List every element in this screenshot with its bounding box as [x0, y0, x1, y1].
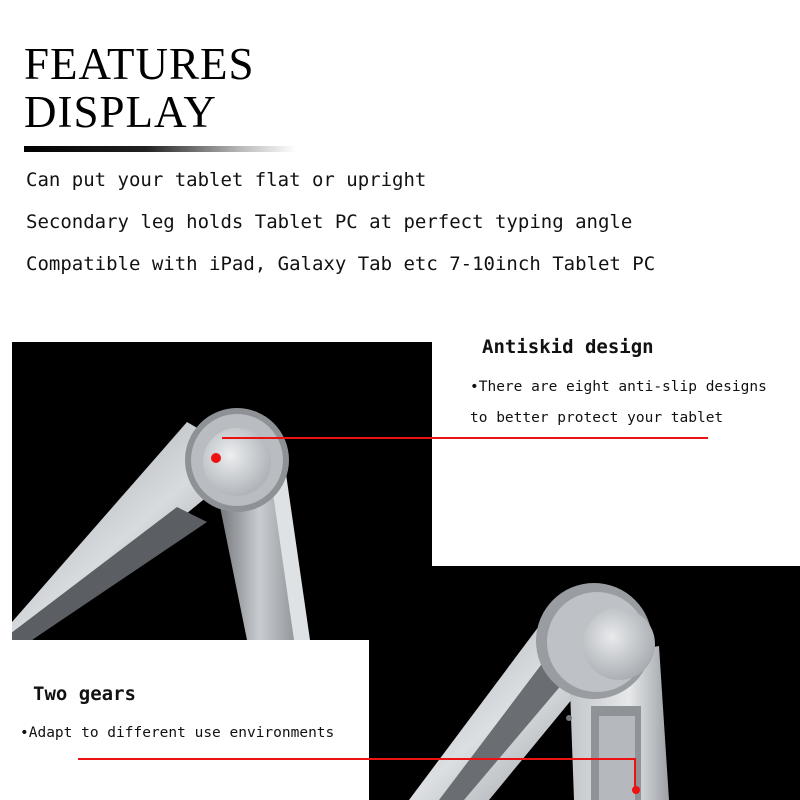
antiskid-description-2: to better protect your tablet: [470, 410, 724, 426]
title-underline: [24, 146, 296, 152]
gears-photo: [369, 566, 800, 800]
gears-title: Two gears: [33, 683, 136, 705]
page-title: FEATURES DISPLAY: [24, 40, 255, 136]
antiskid-description-1: •There are eight anti-slip designs: [470, 379, 767, 395]
gears-illustration: [409, 583, 669, 800]
antiskid-leader-line: [222, 437, 708, 439]
feature-list: Can put your tablet flat or upright Seco…: [26, 166, 655, 292]
title-line-2: DISPLAY: [24, 87, 217, 137]
feature-item: Compatible with iPad, Galaxy Tab etc 7-1…: [26, 253, 656, 275]
gears-leader-drop: [634, 758, 636, 790]
gears-description: •Adapt to different use environments: [20, 725, 335, 741]
title-line-1: FEATURES: [24, 39, 255, 89]
feature-item: Can put your tablet flat or upright: [26, 169, 427, 191]
antiskid-title: Antiskid design: [482, 336, 654, 358]
feature-item: Secondary leg holds Tablet PC at perfect…: [26, 211, 633, 233]
gears-leader-line: [78, 758, 636, 760]
